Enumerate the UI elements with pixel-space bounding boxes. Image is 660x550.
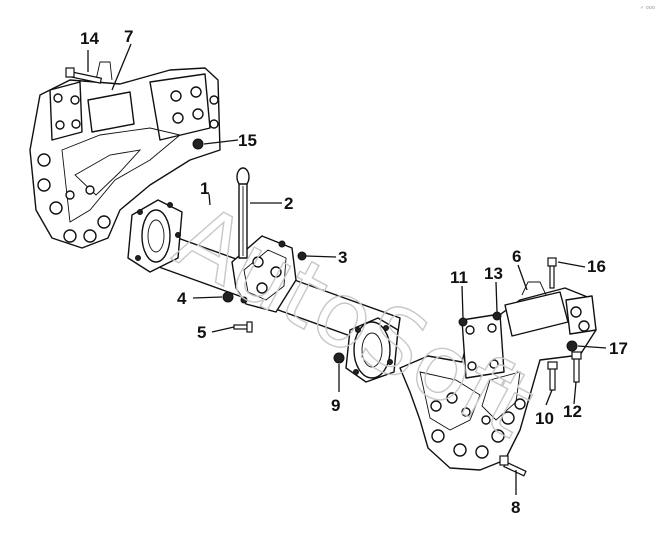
callout-9: 9	[331, 396, 340, 415]
bolt-10	[547, 361, 558, 391]
bolt-16	[547, 257, 557, 289]
pin	[236, 167, 250, 259]
callout-13: 13	[484, 264, 503, 283]
nut-15	[192, 138, 204, 150]
right-bracket-holes	[430, 306, 590, 459]
callout-6: 6	[512, 247, 521, 266]
callout-12: 12	[563, 402, 582, 421]
callout-11: 11	[450, 268, 468, 287]
corner-mark: ✓ ooo	[640, 5, 655, 11]
callout-10: 10	[535, 409, 554, 428]
center-bracket	[231, 235, 297, 313]
callout-5: 5	[197, 323, 206, 342]
callout-8: 8	[511, 498, 520, 517]
nut-9	[333, 352, 345, 364]
callout-4: 4	[177, 289, 187, 308]
callout-14: 14	[80, 29, 99, 48]
nut-17	[566, 340, 578, 352]
left-bracket	[29, 61, 221, 249]
callout-2: 2	[284, 194, 293, 213]
bolt-14	[65, 67, 103, 84]
callout-17: 17	[609, 339, 628, 358]
callout-7: 7	[124, 27, 133, 46]
callout-16: 16	[587, 257, 606, 276]
right-bracket	[399, 281, 597, 471]
callout-15: 15	[238, 131, 257, 150]
nut-13	[492, 311, 502, 321]
callout-3: 3	[338, 248, 347, 267]
left-bracket-holes	[37, 86, 219, 243]
nut-4	[222, 291, 234, 303]
callout-labels: 14 7 15 1 2 3 4 5 9 11 13 6 16 17 10 12 …	[80, 27, 628, 517]
callout-1: 1	[200, 179, 209, 198]
bolt-12	[571, 351, 582, 383]
bolt-8	[499, 455, 527, 477]
leader-lines	[87, 43, 607, 495]
